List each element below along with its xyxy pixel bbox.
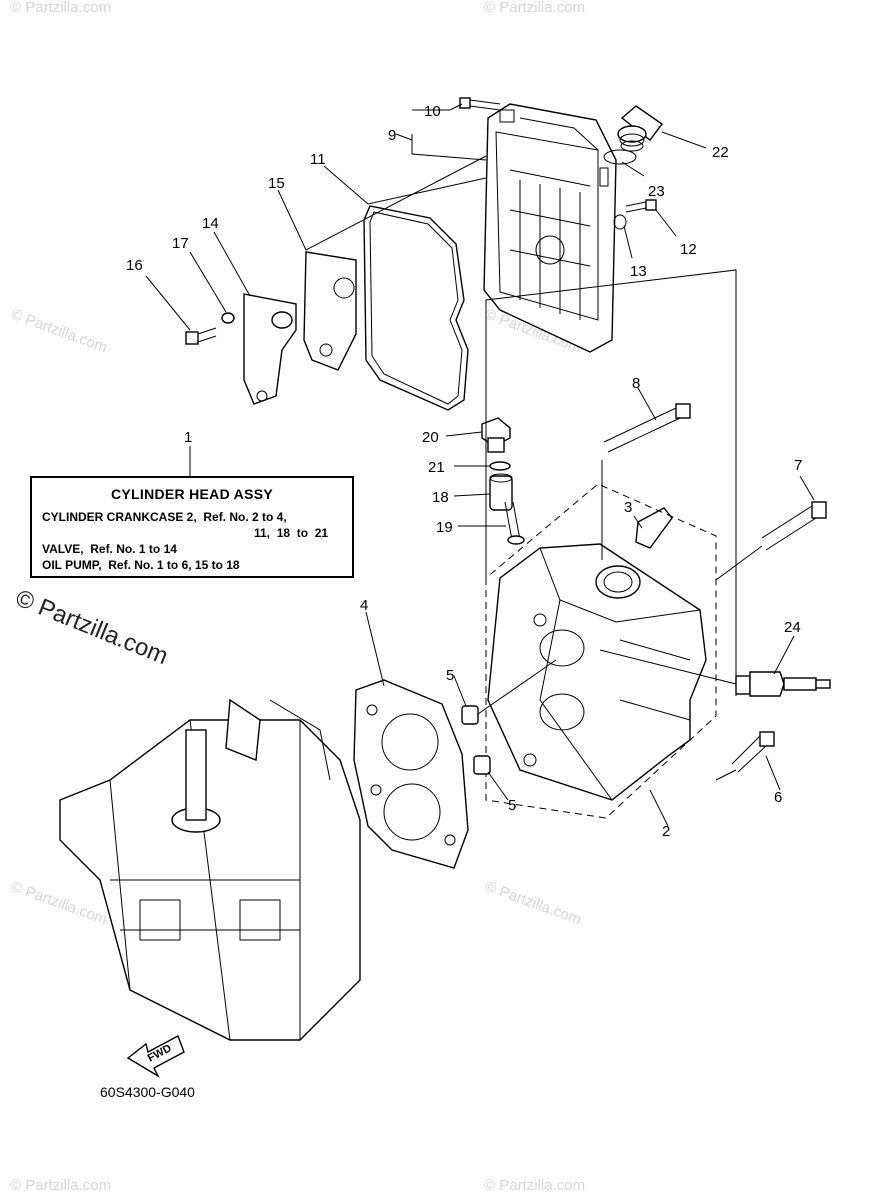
- part-bolt-12: [625, 199, 657, 213]
- callout-19: 19: [436, 519, 453, 536]
- part-cover-gasket: [363, 205, 469, 411]
- callout-8: 8: [632, 375, 640, 392]
- watermark: © Partzilla.com: [483, 878, 584, 929]
- callout-2: 2: [662, 823, 670, 840]
- part-sleeve-18: [489, 473, 513, 511]
- callout-11: 11: [310, 151, 326, 168]
- part-crankcase-block: [59, 698, 361, 1041]
- watermark: © Partzilla.com: [10, 1177, 111, 1194]
- assy-line-1: CYLINDER CRANKCASE 2, Ref. No. 2 to 4,: [42, 510, 287, 524]
- callout-22: 22: [712, 144, 729, 161]
- callout-23: 23: [648, 183, 665, 200]
- callout-numbers: 1 2 3 4 5 5 6 7 8 9 10 11 12 13 14 15 16…: [126, 103, 802, 840]
- callout-7: 7: [794, 457, 802, 474]
- part-bolt-8: [603, 403, 691, 453]
- watermark: © Partzilla.com: [9, 878, 110, 929]
- diagram-code: 60S4300-G040: [100, 1084, 195, 1100]
- leader-lines: [145, 103, 815, 827]
- part-oil-pump-14: [243, 293, 297, 405]
- callout-18: 18: [432, 489, 449, 506]
- part-bolt-10: [459, 97, 501, 111]
- callout-9: 9: [388, 127, 396, 144]
- assy-title: CYLINDER HEAD ASSY: [110, 486, 273, 502]
- assy-line-4: OIL PUMP, Ref. No. 1 to 6, 15 to 18: [42, 558, 240, 572]
- callout-16: 16: [126, 257, 143, 274]
- callout-24: 24: [784, 619, 801, 636]
- assembly-outline: [485, 483, 717, 819]
- part-washer-13: [613, 214, 627, 230]
- callout-12: 12: [680, 241, 697, 258]
- watermark: © Partzilla.com: [484, 0, 585, 16]
- part-pump-plate-15: [303, 251, 357, 371]
- part-o-ring-21: [489, 461, 511, 471]
- callout-1: 1: [184, 429, 192, 446]
- watermark: © Partzilla.com: [10, 0, 111, 16]
- callout-13: 13: [630, 263, 647, 280]
- part-dowel-5b: [473, 755, 491, 775]
- part-head-gasket: [353, 679, 469, 869]
- callout-5a: 5: [446, 667, 454, 684]
- part-spark-plug: [735, 671, 831, 697]
- callout-5b: 5: [508, 797, 516, 814]
- callout-10: 10: [424, 103, 441, 120]
- part-valve-cover: [483, 103, 617, 353]
- part-washer-17: [221, 312, 235, 324]
- callout-17: 17: [172, 235, 189, 252]
- part-bolt-7: [761, 501, 827, 551]
- callout-14: 14: [202, 215, 219, 232]
- callout-20: 20: [422, 429, 439, 446]
- callout-4: 4: [360, 597, 368, 614]
- part-o-ring-23: [603, 149, 637, 165]
- cylinder-head-assy-box: CYLINDER HEAD ASSY CYLINDER CRANKCASE 2,…: [30, 476, 354, 578]
- callout-6: 6: [774, 789, 782, 806]
- part-oil-filler-cap: [617, 105, 663, 152]
- callout-21: 21: [428, 459, 445, 476]
- watermark: © Partzilla.com: [9, 306, 110, 357]
- part-dowel-5a: [461, 705, 479, 725]
- assy-line-2: 11, 18 to 21: [254, 526, 329, 540]
- part-screw-16: [185, 327, 217, 345]
- callout-15: 15: [268, 175, 285, 192]
- part-cylinder-head: [487, 543, 707, 801]
- part-bolt-6: [731, 731, 775, 773]
- part-valve-19: [504, 501, 525, 545]
- part-dowel-3: [635, 507, 673, 549]
- callout-3: 3: [624, 499, 632, 516]
- watermark: © Partzilla.com: [484, 1177, 585, 1194]
- watermark-large: © Partzilla.com: [12, 585, 172, 671]
- fwd-arrow-icon: FWD: [126, 1035, 185, 1078]
- assy-line-3: VALVE, Ref. No. 1 to 14: [42, 542, 177, 556]
- part-plug-20: [481, 417, 511, 453]
